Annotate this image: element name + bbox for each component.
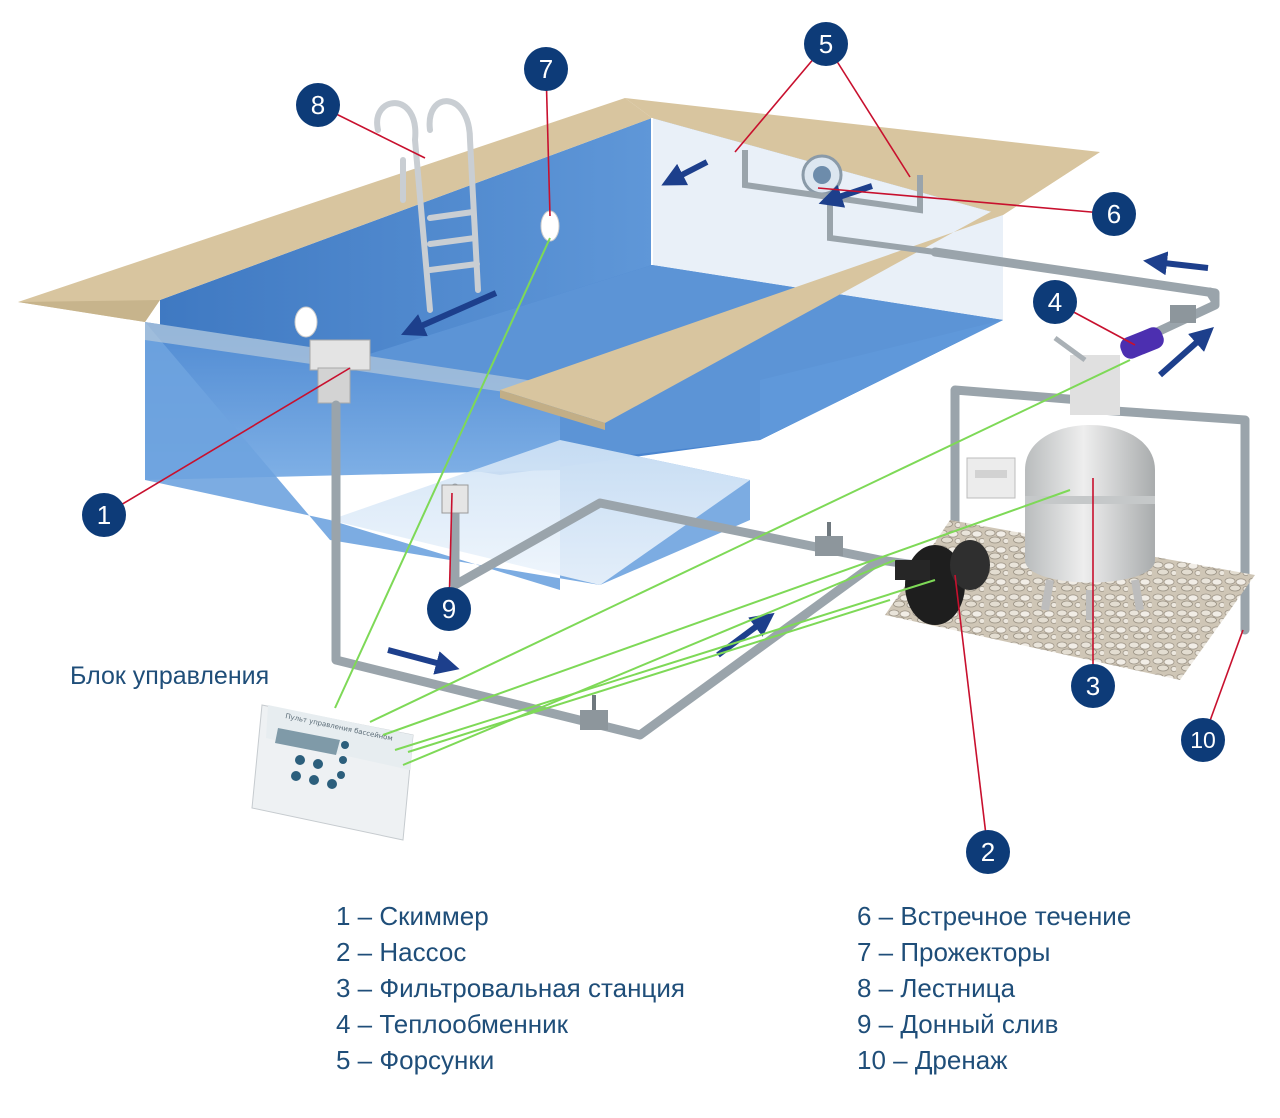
marker-6: 6 — [1092, 192, 1136, 236]
heat-exchanger — [1120, 327, 1164, 359]
legend-item: 7 – Прожекторы — [857, 937, 1051, 967]
ladder — [374, 98, 481, 313]
pool-deck-front — [500, 152, 1100, 423]
legend-item: 10 – Дренаж — [857, 1045, 1008, 1075]
valves — [580, 305, 1196, 730]
legend-item: 8 – Лестница — [857, 973, 1016, 1003]
marker-7: 7 — [524, 47, 568, 91]
legend-left-column: 1 – Скиммер 2 – Нассос 3 – Фильтровальна… — [336, 898, 685, 1078]
marker-2: 2 — [966, 830, 1010, 874]
marker-4-label: 4 — [1048, 287, 1062, 317]
pool-deck-edge — [18, 300, 160, 322]
leader-lines-green — [334, 237, 1131, 766]
pool-deck-edge-front — [500, 390, 605, 430]
pool-deck-left — [18, 98, 652, 322]
leader-lines-red — [103, 43, 1244, 853]
legend-right-column: 6 – Встречное течение 7 – Прожекторы 8 –… — [857, 898, 1131, 1078]
control-unit-device: Пульт управления бассейном — [251, 704, 414, 841]
marker-6-label: 6 — [1107, 199, 1121, 229]
pump — [895, 540, 990, 625]
legend-item: 2 – Нассос — [336, 937, 467, 967]
marker-9: 9 — [427, 587, 471, 631]
pool-deck-back — [625, 98, 1100, 215]
marker-8-label: 8 — [311, 90, 325, 120]
bottom-drain — [441, 484, 469, 514]
marker-9-label: 9 — [442, 594, 456, 624]
pool-front-wall — [145, 322, 560, 480]
marker-10: 10 — [1181, 718, 1225, 762]
marker-5-label: 5 — [819, 29, 833, 59]
skimmer — [309, 339, 371, 404]
pool-right-wall — [760, 215, 1003, 440]
control-unit-title: Блок управления — [70, 662, 270, 690]
legend-item: 5 – Форсунки — [336, 1045, 495, 1075]
marker-1: 1 — [82, 493, 126, 537]
marker-2-label: 2 — [981, 837, 995, 867]
filter-tank — [1025, 335, 1155, 620]
legend-item: 9 – Донный слив — [857, 1009, 1059, 1039]
wall-box — [966, 457, 1016, 499]
pool-light-left — [294, 306, 318, 338]
marker-8: 8 — [296, 83, 340, 127]
legend-item: 1 – Скиммер — [336, 901, 489, 931]
pool-shallow-section — [330, 440, 750, 585]
legend-item: 3 – Фильтровальная станция — [336, 973, 685, 1003]
marker-3: 3 — [1071, 664, 1115, 708]
marker-1-label: 1 — [97, 500, 111, 530]
marker-5: 5 — [804, 22, 848, 66]
pool — [18, 98, 1100, 590]
legend-item: 4 – Теплообменник — [336, 1009, 568, 1039]
legend-item: 6 – Встречное течение — [857, 901, 1132, 931]
marker-3-label: 3 — [1086, 671, 1100, 701]
marker-7-label: 7 — [539, 54, 553, 84]
flow-arrows — [387, 159, 1214, 675]
marker-4: 4 — [1033, 280, 1077, 324]
marker-10-label: 10 — [1190, 727, 1216, 753]
